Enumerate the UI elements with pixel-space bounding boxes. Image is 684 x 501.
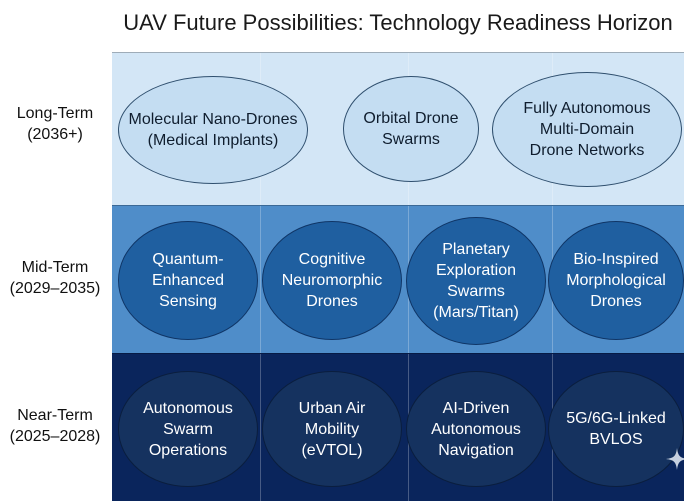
oval-line: (Mars/Titan) (433, 304, 519, 321)
diagram-title: UAV Future Possibilities: Technology Rea… (123, 10, 673, 35)
oval-line: Operations (148, 441, 228, 459)
row-label-line: Near-Term (17, 407, 93, 424)
oval-cognitive-neuromorphic-drones: Cognitive Neuromorphic Drones (262, 221, 402, 340)
oval-line: Drones (306, 293, 358, 310)
oval-line: Drone Networks (529, 142, 645, 159)
oval-line: Autonomous (143, 399, 233, 417)
row-label-near-term: Near-Term (2025–2028) (0, 405, 110, 447)
row-label-line: Long-Term (16, 105, 94, 122)
oval-line: Urban Air (298, 399, 366, 417)
oval-line: Swarm (163, 420, 213, 438)
oval-quantum-enhanced-sensing: Quantum- Enhanced Sensing (118, 221, 258, 340)
oval-line: Molecular Nano-Drones (128, 111, 298, 128)
oval-line: Multi-Domain (539, 121, 635, 138)
oval-line: Sensing (159, 293, 217, 310)
oval-line: Cognitive (298, 251, 366, 268)
oval-line: Exploration (435, 262, 517, 279)
oval-line: Swarms (447, 283, 505, 300)
oval-urban-air-mobility: Urban Air Mobility (eVTOL) (262, 371, 402, 487)
oval-line: 5G/6G-Linked (566, 410, 666, 427)
row-label-line: (2025–2028) (9, 428, 101, 445)
oval-orbital-drone-swarms: Orbital Drone Swarms (343, 76, 479, 182)
oval-molecular-nano-drones: Molecular Nano-Drones (Medical Implants) (118, 76, 308, 184)
oval-line: Enhanced (151, 272, 225, 289)
oval-ai-driven-navigation: AI-Driven Autonomous Navigation (406, 371, 546, 487)
oval-line: (eVTOL) (301, 441, 363, 459)
oval-line: BVLOS (589, 431, 643, 448)
row-label-line: (2036+) (27, 126, 83, 143)
oval-autonomous-swarm-operations: Autonomous Swarm Operations (118, 371, 258, 487)
oval-line: Quantum- (152, 251, 224, 268)
oval-line: Swarms (382, 131, 440, 148)
oval-line: Orbital Drone (363, 110, 459, 127)
oval-line: Fully Autonomous (523, 100, 651, 117)
oval-line: (Medical Implants) (147, 132, 279, 149)
oval-line: Mobility (304, 420, 360, 438)
oval-fully-autonomous-networks: Fully Autonomous Multi-Domain Drone Netw… (492, 72, 682, 187)
oval-planetary-exploration-swarms: Planetary Exploration Swarms (Mars/Titan… (406, 217, 546, 345)
oval-line: Navigation (438, 441, 514, 459)
row-label-mid-term: Mid-Term (2029–2035) (0, 257, 110, 299)
oval-line: Neuromorphic (281, 272, 383, 289)
row-label-line: (2029–2035) (9, 280, 101, 297)
oval-line: Planetary (442, 241, 510, 258)
oval-5g-6g-linked-bvlos: 5G/6G-Linked BVLOS (548, 371, 684, 487)
sparkle-icon (666, 448, 684, 470)
oval-bio-inspired-drones: Bio-Inspired Morphological Drones (548, 221, 684, 340)
oval-line: Bio-Inspired (573, 251, 659, 268)
oval-line: Morphological (566, 272, 666, 289)
row-label-long-term: Long-Term (2036+) (0, 103, 110, 145)
row-label-line: Mid-Term (21, 259, 89, 276)
oval-line: AI-Driven (442, 399, 510, 417)
oval-line: Autonomous (431, 420, 521, 438)
oval-line: Drones (590, 293, 642, 310)
